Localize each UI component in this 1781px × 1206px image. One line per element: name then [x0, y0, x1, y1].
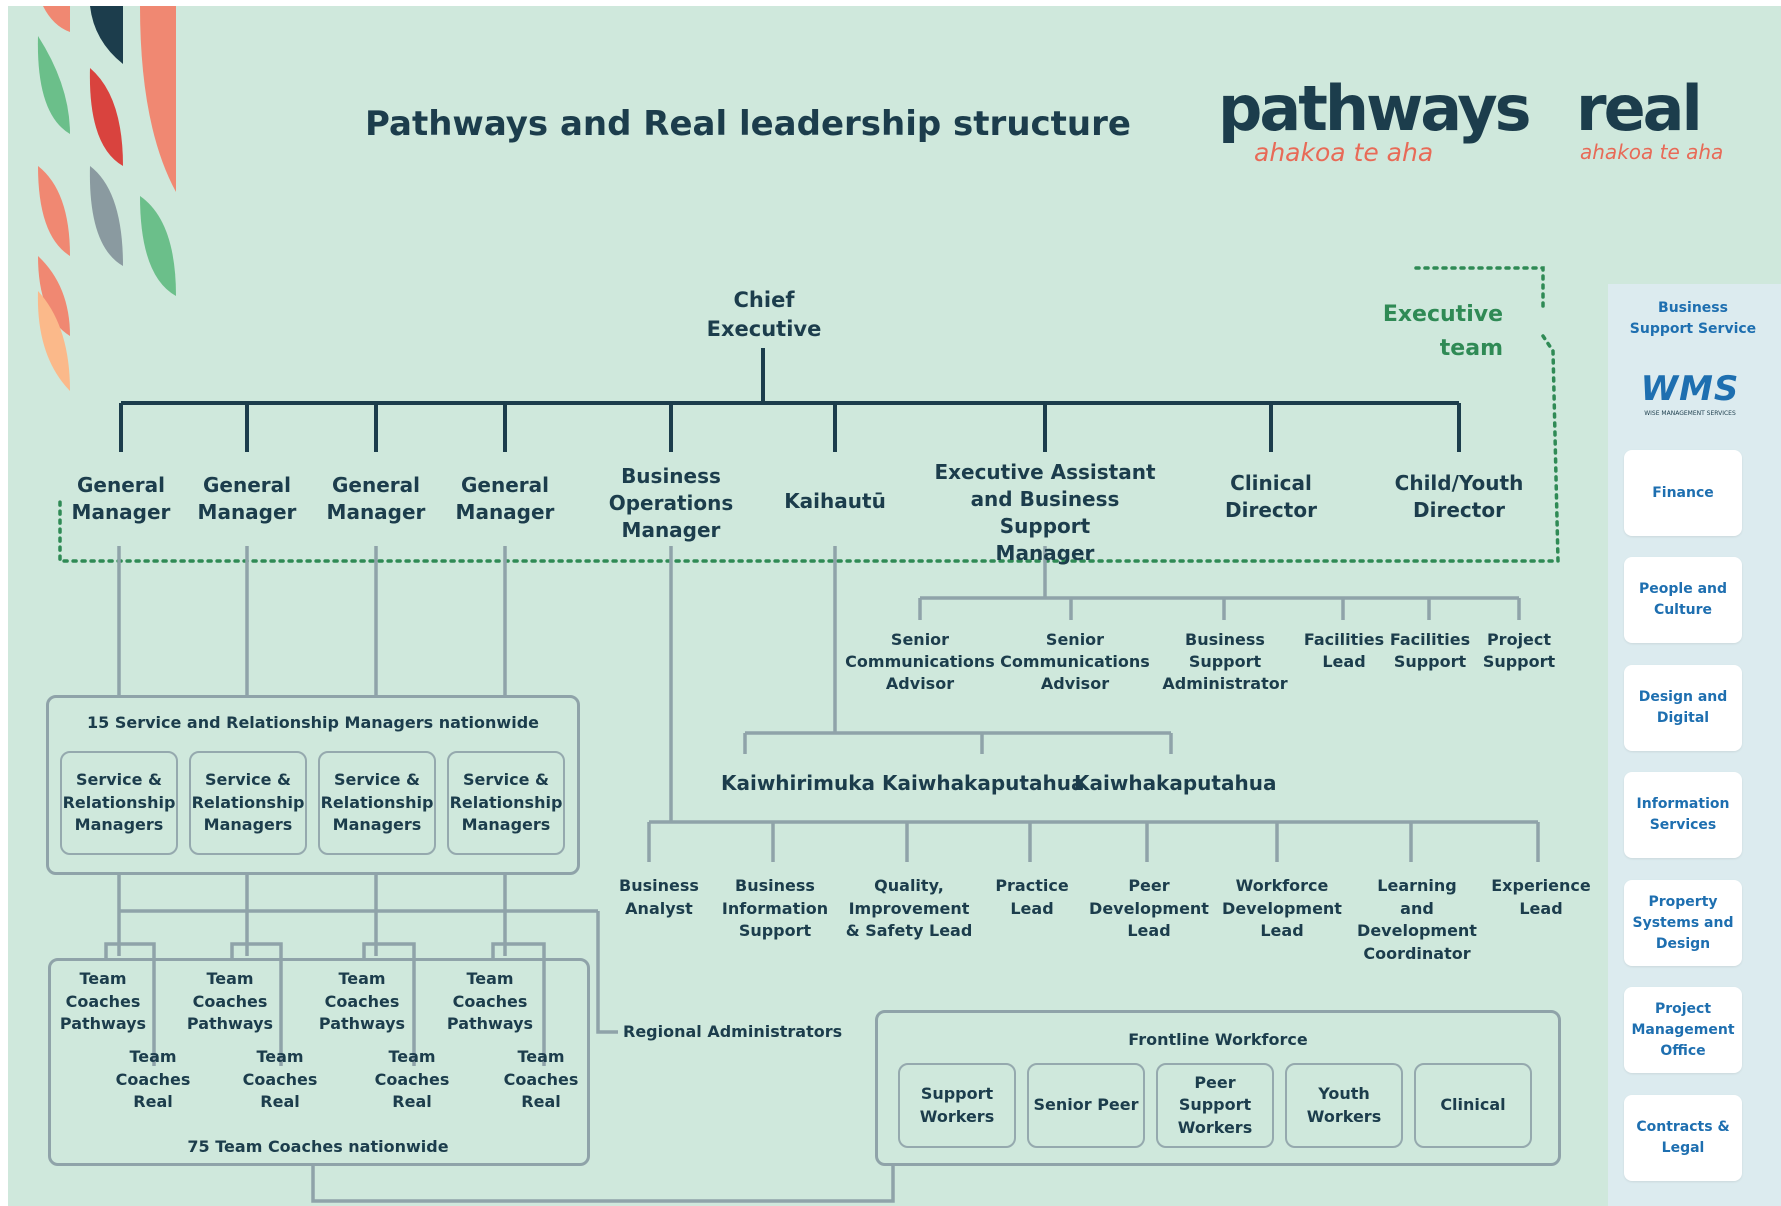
chief-executive: Chief Executive — [706, 288, 822, 342]
regional-administrators: Regional Administrators — [623, 1022, 843, 1041]
executive-lines — [119, 348, 1461, 452]
executive-team-label: Executive team — [1382, 302, 1503, 362]
coach-group-title: 75 Team Coaches nationwide — [187, 1137, 449, 1156]
pathways-logo-tagline: ahakoa te aha — [1254, 138, 1434, 167]
frontline-box — [875, 1010, 1561, 1166]
side-item-7: Contracts &Legal — [1624, 1095, 1742, 1181]
org-chart-canvas: Pathways and Real leadership structure p… — [8, 6, 1781, 1206]
srm-group-box — [46, 695, 580, 875]
srm-group-title: 15 Service and Relationship Managers nat… — [87, 713, 539, 732]
frontline-title: Frontline Workforce — [1128, 1030, 1308, 1049]
connector-lines — [58, 266, 1560, 1203]
kaihautu-report-3: Kaiwhakaputahua — [1074, 771, 1277, 795]
kaihautu: Kaihautū — [784, 489, 886, 513]
frontline-card-5: Clinical — [1414, 1063, 1532, 1148]
pathways-logo-word: pathways — [1218, 72, 1532, 145]
wms-logo-subtitle: WISE MANAGEMENT SERVICES — [1644, 410, 1736, 417]
frontline-card-text: Clinical — [1440, 1095, 1506, 1115]
kaihautu-report-2: Kaiwhakaputahua — [882, 771, 1085, 795]
executive-team-boundary — [58, 266, 1560, 563]
frontline-card-text: Senior Peer — [1033, 1095, 1139, 1115]
real-logo-word: real — [1576, 72, 1703, 145]
coach-group-box — [48, 958, 590, 1166]
staff-lines — [104, 546, 1540, 1203]
side-item-label: Finance — [1652, 484, 1714, 501]
frontline-card-2: Senior Peer — [1027, 1063, 1145, 1148]
kaihautu-report-1: Kaiwhirimuka — [720, 771, 875, 795]
bom-report-3: Quality,Improvement& Safety Lead — [845, 876, 973, 941]
page-title: Pathways and Real leadership structure — [365, 104, 1131, 144]
decorative-leaf-pattern — [37, 6, 176, 391]
real-logo-tagline: ahakoa te aha — [1580, 140, 1724, 164]
side-item-label: Contracts &Legal — [1636, 1119, 1730, 1156]
side-item-1: Finance — [1624, 450, 1742, 536]
wms-logo: WMS — [1640, 369, 1740, 409]
business-support-header: Business Support Service — [1629, 300, 1757, 337]
